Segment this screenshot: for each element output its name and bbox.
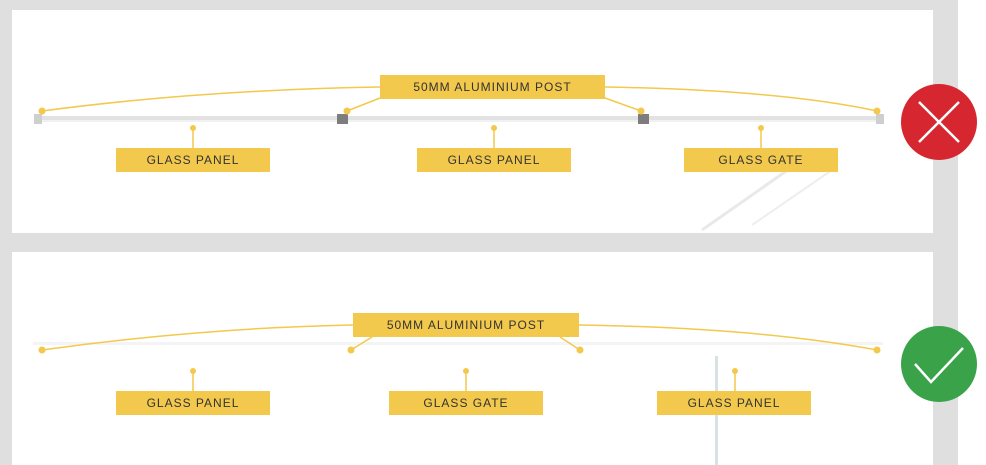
post-marker (337, 114, 348, 124)
component-label-bottom-2: GLASS GATE (389, 391, 543, 415)
post-label-bottom: 50MM ALUMINIUM POST (353, 313, 579, 337)
correct-example-panel (12, 252, 933, 465)
fence-photo-top (12, 10, 933, 233)
check-icon (914, 347, 964, 384)
correct-badge (901, 326, 977, 402)
post-marker (638, 114, 649, 124)
post-label-top: 50MM ALUMINIUM POST (380, 75, 605, 99)
component-label-bottom-3: GLASS PANEL (657, 391, 811, 415)
component-label-bottom-1: GLASS PANEL (116, 391, 270, 415)
incorrect-badge (901, 84, 977, 160)
incorrect-example-panel (12, 10, 933, 233)
component-label-top-3: GLASS GATE (684, 148, 838, 172)
cross-icon (918, 101, 960, 143)
component-label-top-1: GLASS PANEL (116, 148, 270, 172)
component-label-top-2: GLASS PANEL (417, 148, 571, 172)
fence-photo-bottom (12, 252, 933, 465)
